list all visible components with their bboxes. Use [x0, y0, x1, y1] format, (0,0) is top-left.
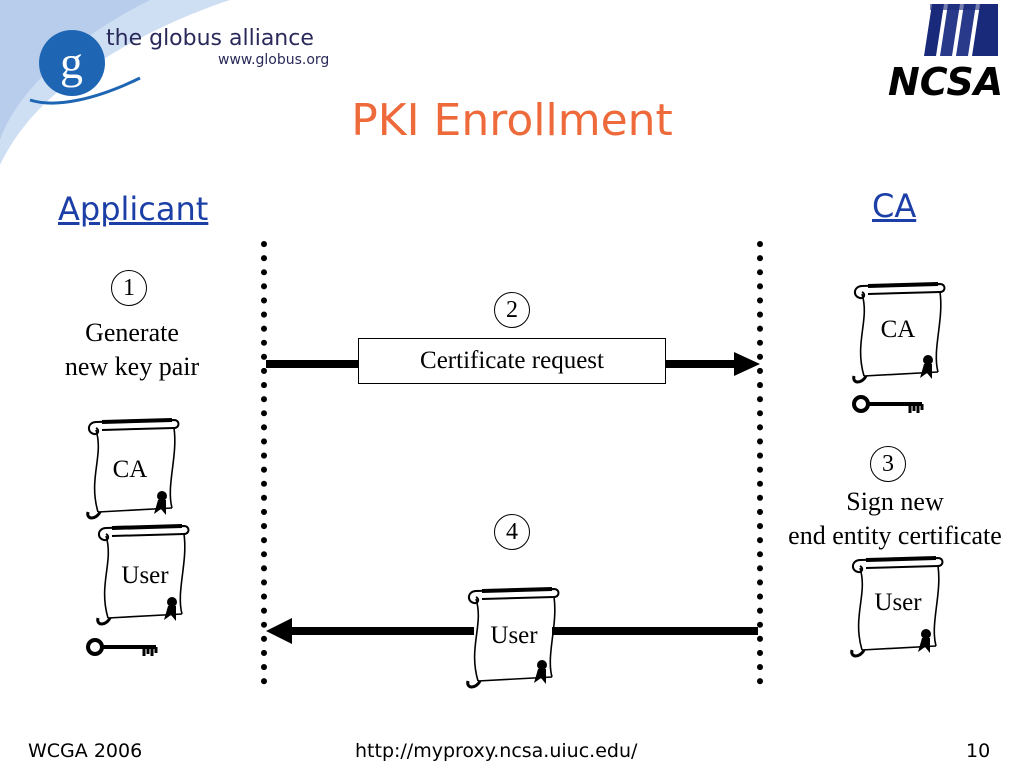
ca-user-cert-label: User [874, 589, 922, 616]
key-icon [852, 395, 924, 415]
applicant-ca-cert-label: CA [112, 456, 148, 483]
ca-heading[interactable]: CA [872, 187, 917, 225]
globus-logo-text: the globus alliance [106, 26, 314, 51]
svg-text:NCSA: NCSA [888, 60, 1003, 104]
ncsa-logo: NCSA [888, 4, 1003, 104]
footer-event: WCGA 2006 [28, 740, 143, 762]
step-3-caption-line1: Sign new [846, 487, 944, 516]
ca-ca-cert-label: CA [880, 316, 916, 343]
page-title: PKI Enrollment [351, 95, 673, 146]
transit-user-cert-label: User [490, 622, 538, 649]
key-icon [86, 638, 158, 658]
step-1-caption-line1: Generate [85, 318, 179, 347]
step-3-caption-line2: end entity certificate [788, 521, 1002, 550]
step-3-badge: 3 [870, 446, 906, 482]
applicant-user-cert-label: User [121, 562, 169, 589]
globus-logo-url: www.globus.org [218, 52, 330, 68]
step-1-badge: 1 [111, 270, 147, 306]
svg-text:g: g [60, 37, 83, 88]
step-4-badge: 4 [494, 514, 530, 550]
certificate-request-box: Certificate request [358, 338, 666, 384]
footer-page-number: 10 [966, 740, 991, 762]
step-1-caption-line2: new key pair [64, 352, 200, 381]
footer-url: http://myproxy.ncsa.uiuc.edu/ [355, 740, 638, 762]
globus-logo-circle [39, 30, 105, 96]
step-2-badge: 2 [494, 292, 530, 328]
arrow-right-icon [266, 352, 760, 376]
applicant-heading[interactable]: Applicant [58, 190, 209, 228]
